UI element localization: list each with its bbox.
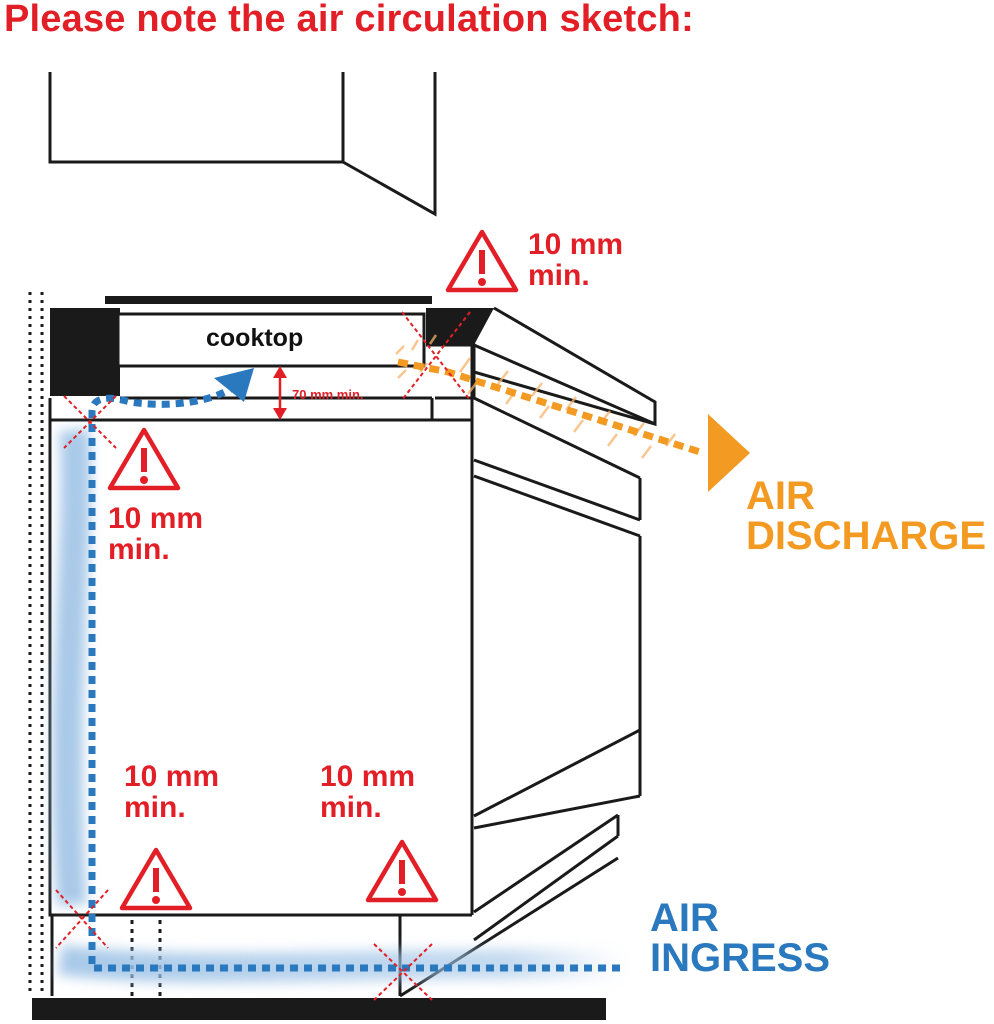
clearance-value: 10 mm: [108, 502, 204, 535]
cabinet-body: [48, 345, 474, 917]
gap-70-label: 70 mm min.: [292, 387, 364, 402]
warning-triangle-icon: [445, 229, 519, 293]
worktop: [50, 296, 494, 400]
cooktop-label: cooktop: [206, 324, 304, 352]
clearance-label-bottom-right: 10 mm min.: [320, 760, 416, 824]
clearance-suffix: min.: [320, 790, 382, 824]
clearance-suffix: min.: [124, 790, 186, 824]
floor: [32, 998, 606, 1020]
gap-70-dimension: [273, 366, 287, 420]
clearance-label-top-right: 10 mm min.: [528, 228, 624, 292]
clearance-label-bottom-left: 10 mm min.: [124, 760, 220, 824]
cooktop: [116, 312, 426, 368]
clearance-suffix: min.: [528, 258, 590, 292]
clearance-value: 10 mm: [124, 760, 220, 793]
clearance-value: 10 mm: [528, 228, 624, 261]
air-discharge-label: AIR DISCHARGE: [746, 476, 986, 556]
clearance-label-left: 10 mm min.: [108, 502, 204, 566]
wall-line: [28, 292, 44, 996]
clearance-suffix: min.: [108, 532, 170, 566]
ingress-arrow-icon: [214, 368, 254, 402]
air-discharge-line-2: DISCHARGE: [746, 514, 987, 558]
warning-triangle-icon: [107, 427, 181, 491]
oven-front: [473, 306, 657, 942]
air-ingress-label: AIR INGRESS: [650, 898, 830, 978]
air-discharge-line-1: AIR: [746, 474, 815, 518]
clearance-value: 10 mm: [320, 760, 416, 793]
air-ingress-line-1: AIR: [650, 896, 719, 940]
page-title: Please note the air circulation sketch:: [4, 0, 694, 40]
air-discharge-path: [395, 334, 750, 492]
air-ingress-path: [52, 368, 623, 983]
wall-cabinet: [48, 72, 437, 217]
warning-triangle-icon: [119, 847, 193, 911]
air-ingress-line-2: INGRESS: [650, 936, 831, 980]
clearance-cross-icon: [55, 311, 471, 1001]
discharge-arrow-icon: [708, 414, 750, 492]
warning-triangle-icon: [365, 839, 439, 903]
